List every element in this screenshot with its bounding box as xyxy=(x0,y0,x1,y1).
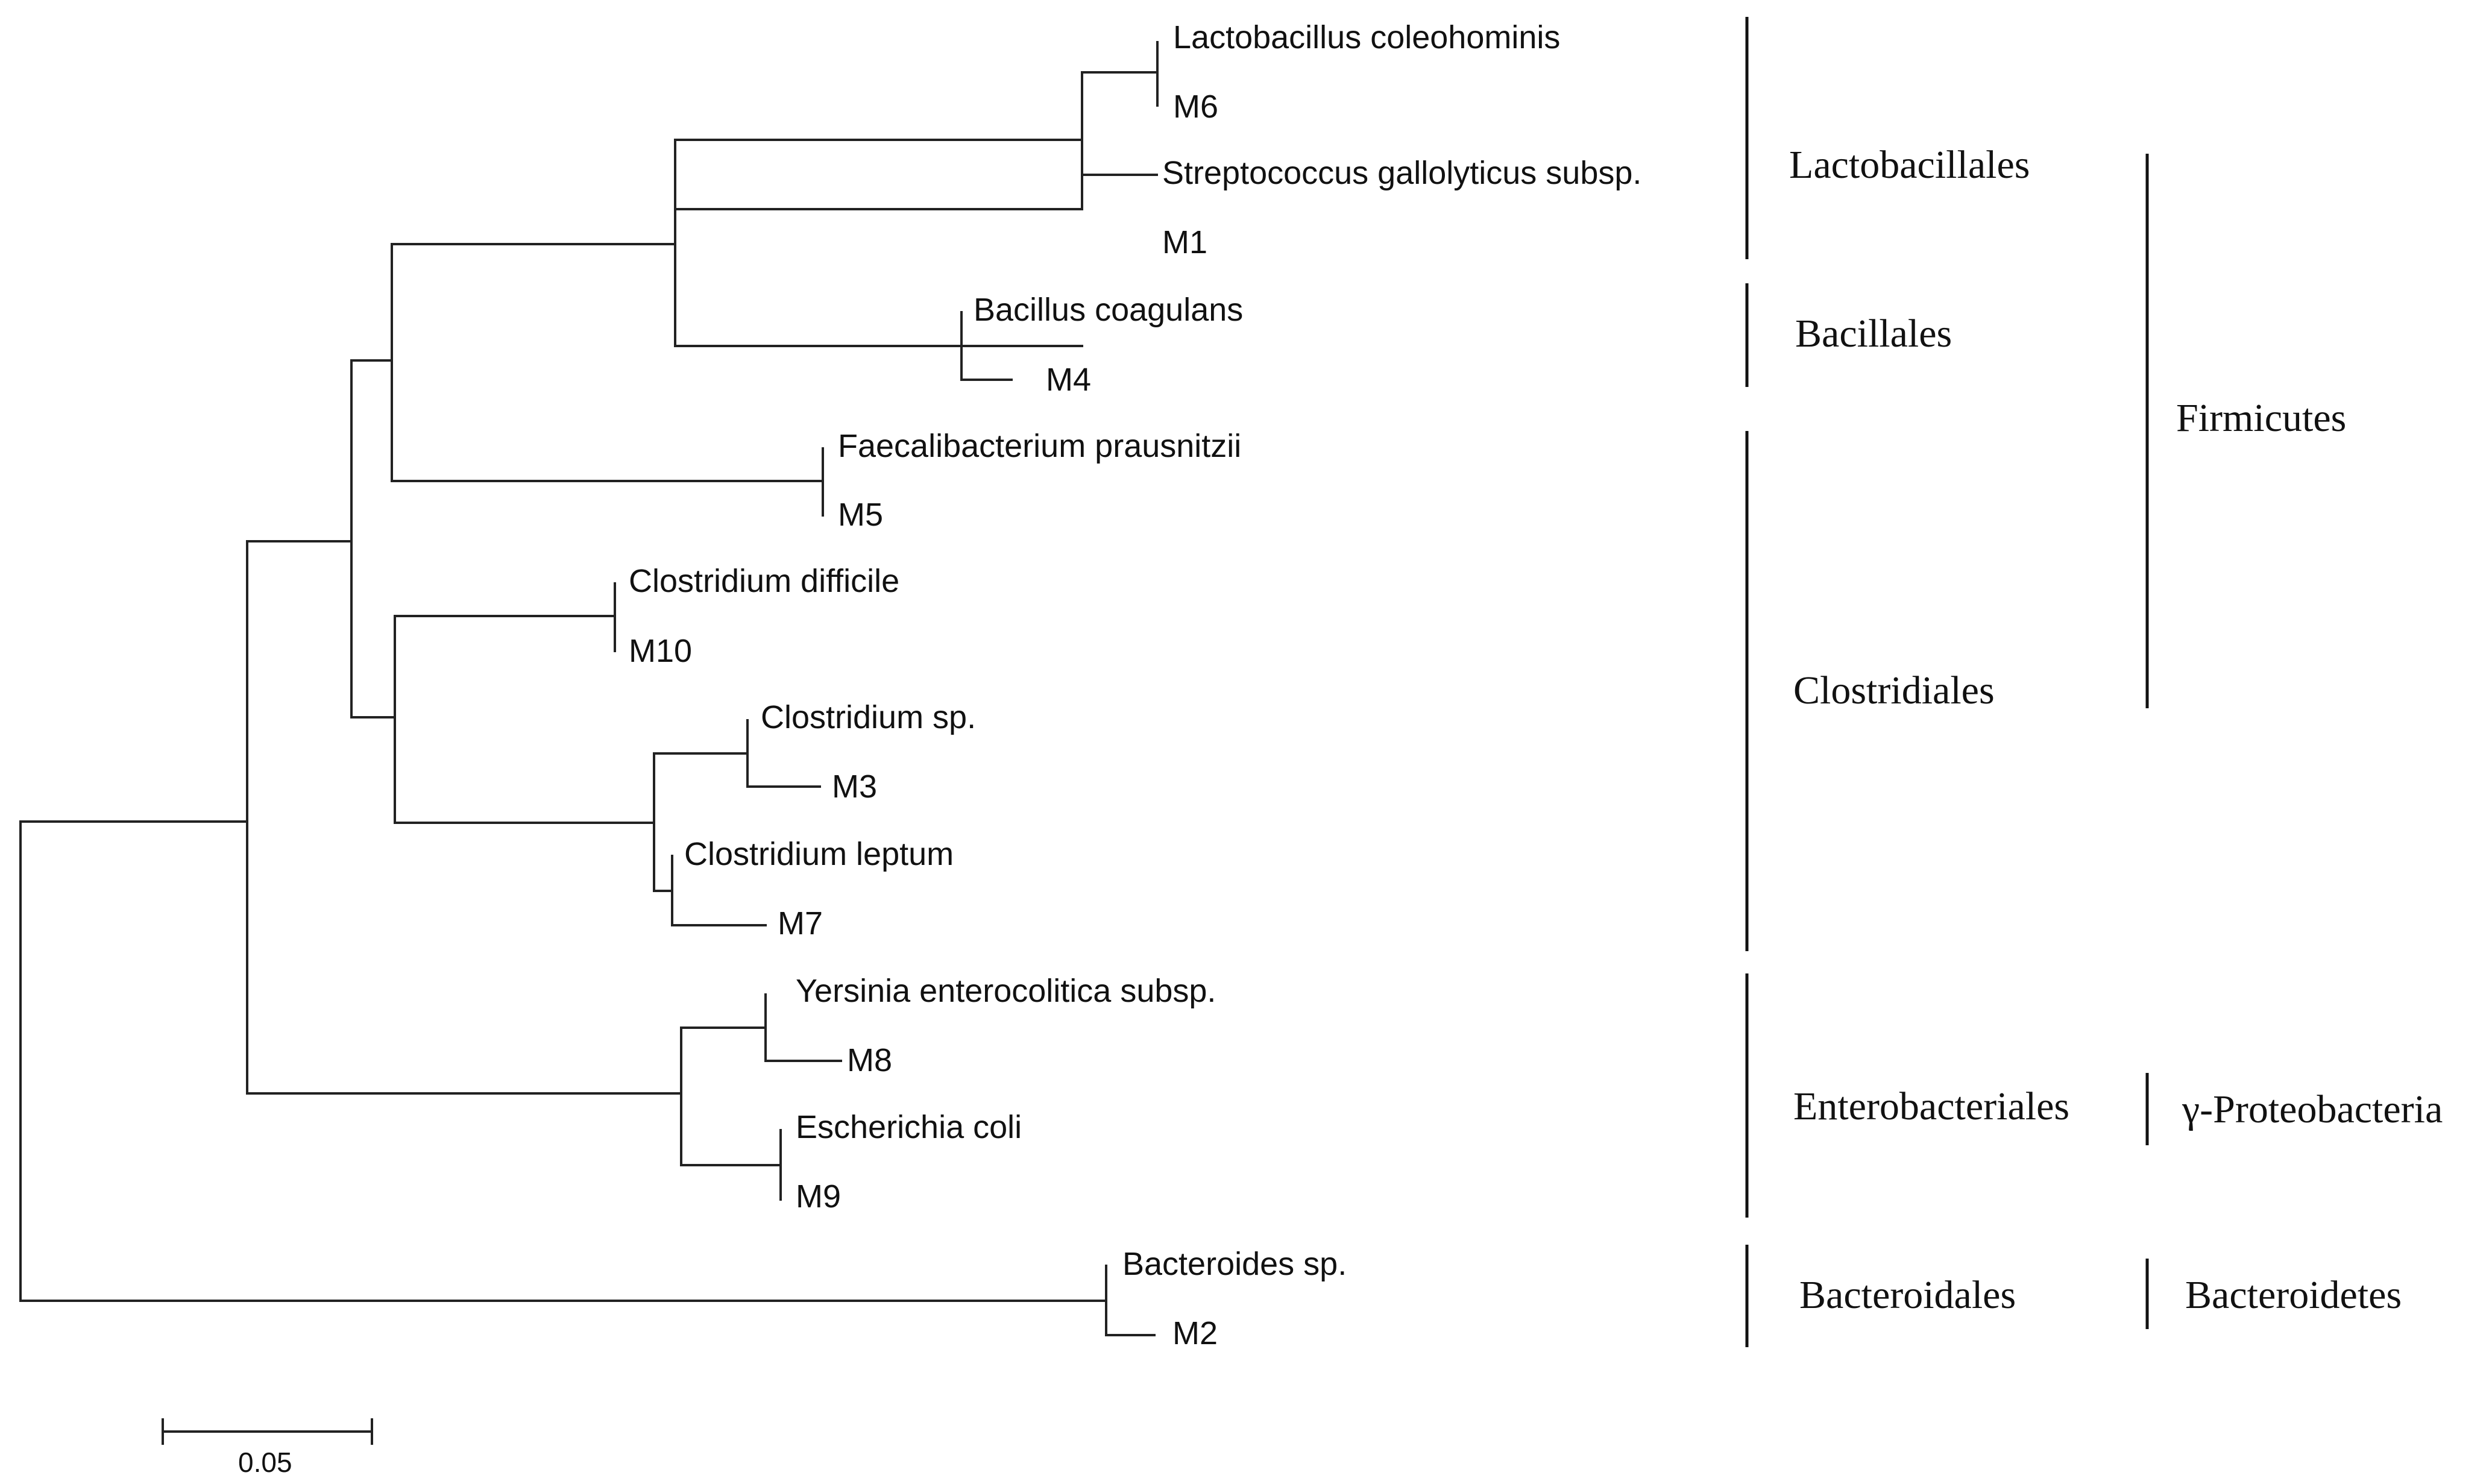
clep-m7-pair xyxy=(671,855,767,926)
order-lactobacillales: Lactobacillales xyxy=(1789,143,2030,187)
bacillus-m4-pair xyxy=(960,311,1013,381)
scale-bar: 0.05 xyxy=(162,1418,373,1478)
scale-bar-label: 0.05 xyxy=(238,1447,292,1478)
leaf-m9: M9 xyxy=(796,1178,841,1215)
leaf-m8: M8 xyxy=(847,1042,892,1078)
phylum-brackets: Firmicutes γ-Proteobacteria Bacteroidete… xyxy=(2145,154,2443,1329)
leaf-clostridium-leptum: Clostridium leptum xyxy=(684,836,954,872)
bsp-m2-pair xyxy=(1105,1265,1156,1336)
leaf-m10: M10 xyxy=(629,633,692,669)
root-branches xyxy=(19,820,1107,1302)
csp-m3-pair xyxy=(746,719,821,788)
lacto-bacillales-branches xyxy=(391,243,824,482)
lactobacillales-branches xyxy=(674,139,1083,347)
leaf-m3: M3 xyxy=(832,769,877,805)
firmicutes-branches xyxy=(350,359,396,718)
leaf-streptococcus-gallolyticus: Streptococcus gallolyticus subsp. xyxy=(1162,155,1641,191)
clostridium-sp-leptum-branches xyxy=(653,752,749,892)
order-brackets: Lactobacillales Bacillales Clostridiales… xyxy=(1745,17,2069,1347)
order-bacillales: Bacillales xyxy=(1795,312,1952,356)
leaf-m5: M5 xyxy=(838,497,883,533)
leaf-m7: M7 xyxy=(778,905,823,942)
leaf-labels: Lactobacillus coleohominis M6 Streptococ… xyxy=(629,19,1641,1351)
leaf-bacteroides-sp: Bacteroides sp. xyxy=(1122,1246,1347,1282)
order-clostridiales: Clostridiales xyxy=(1793,668,1995,712)
lacto-m6-pair xyxy=(1081,41,1159,176)
leaf-m2: M2 xyxy=(1172,1315,1218,1351)
order-enterobacteriales: Enterobacteriales xyxy=(1793,1084,2069,1128)
yers-m8-pair xyxy=(764,993,842,1062)
ingroup-branches xyxy=(246,540,682,1095)
order-bacteroidales: Bacteroidales xyxy=(1799,1273,2016,1317)
leaf-bacillus-coagulans: Bacillus coagulans xyxy=(974,292,1243,328)
faecal-m5-pair xyxy=(391,447,824,517)
leaf-escherichia-coli: Escherichia coli xyxy=(796,1109,1022,1145)
leaf-m4: M4 xyxy=(1046,362,1091,398)
leaf-faecalibacterium-prausnitzii: Faecalibacterium prausnitzii xyxy=(838,428,1241,464)
leaf-m6: M6 xyxy=(1173,89,1218,125)
tree-branches xyxy=(19,41,1159,1336)
enterobacteriales-branches xyxy=(680,1027,782,1166)
scale-bar-line xyxy=(162,1418,373,1445)
leaf-lactobacillus-coleohominis: Lactobacillus coleohominis xyxy=(1173,19,1560,55)
phylum-proteobacteria: γ-Proteobacteria xyxy=(2182,1087,2443,1131)
leaf-m1: M1 xyxy=(1162,224,1207,260)
leaf-clostridium-sp: Clostridium sp. xyxy=(761,699,976,735)
clostridiales-branches xyxy=(394,615,655,824)
phylum-firmicutes: Firmicutes xyxy=(2176,396,2346,440)
leaf-yersinia-enterocolitica: Yersinia enterocolitica subsp. xyxy=(796,973,1216,1009)
phylum-bacteroidetes: Bacteroidetes xyxy=(2185,1273,2402,1317)
leaf-clostridium-difficile: Clostridium difficile xyxy=(629,563,899,599)
